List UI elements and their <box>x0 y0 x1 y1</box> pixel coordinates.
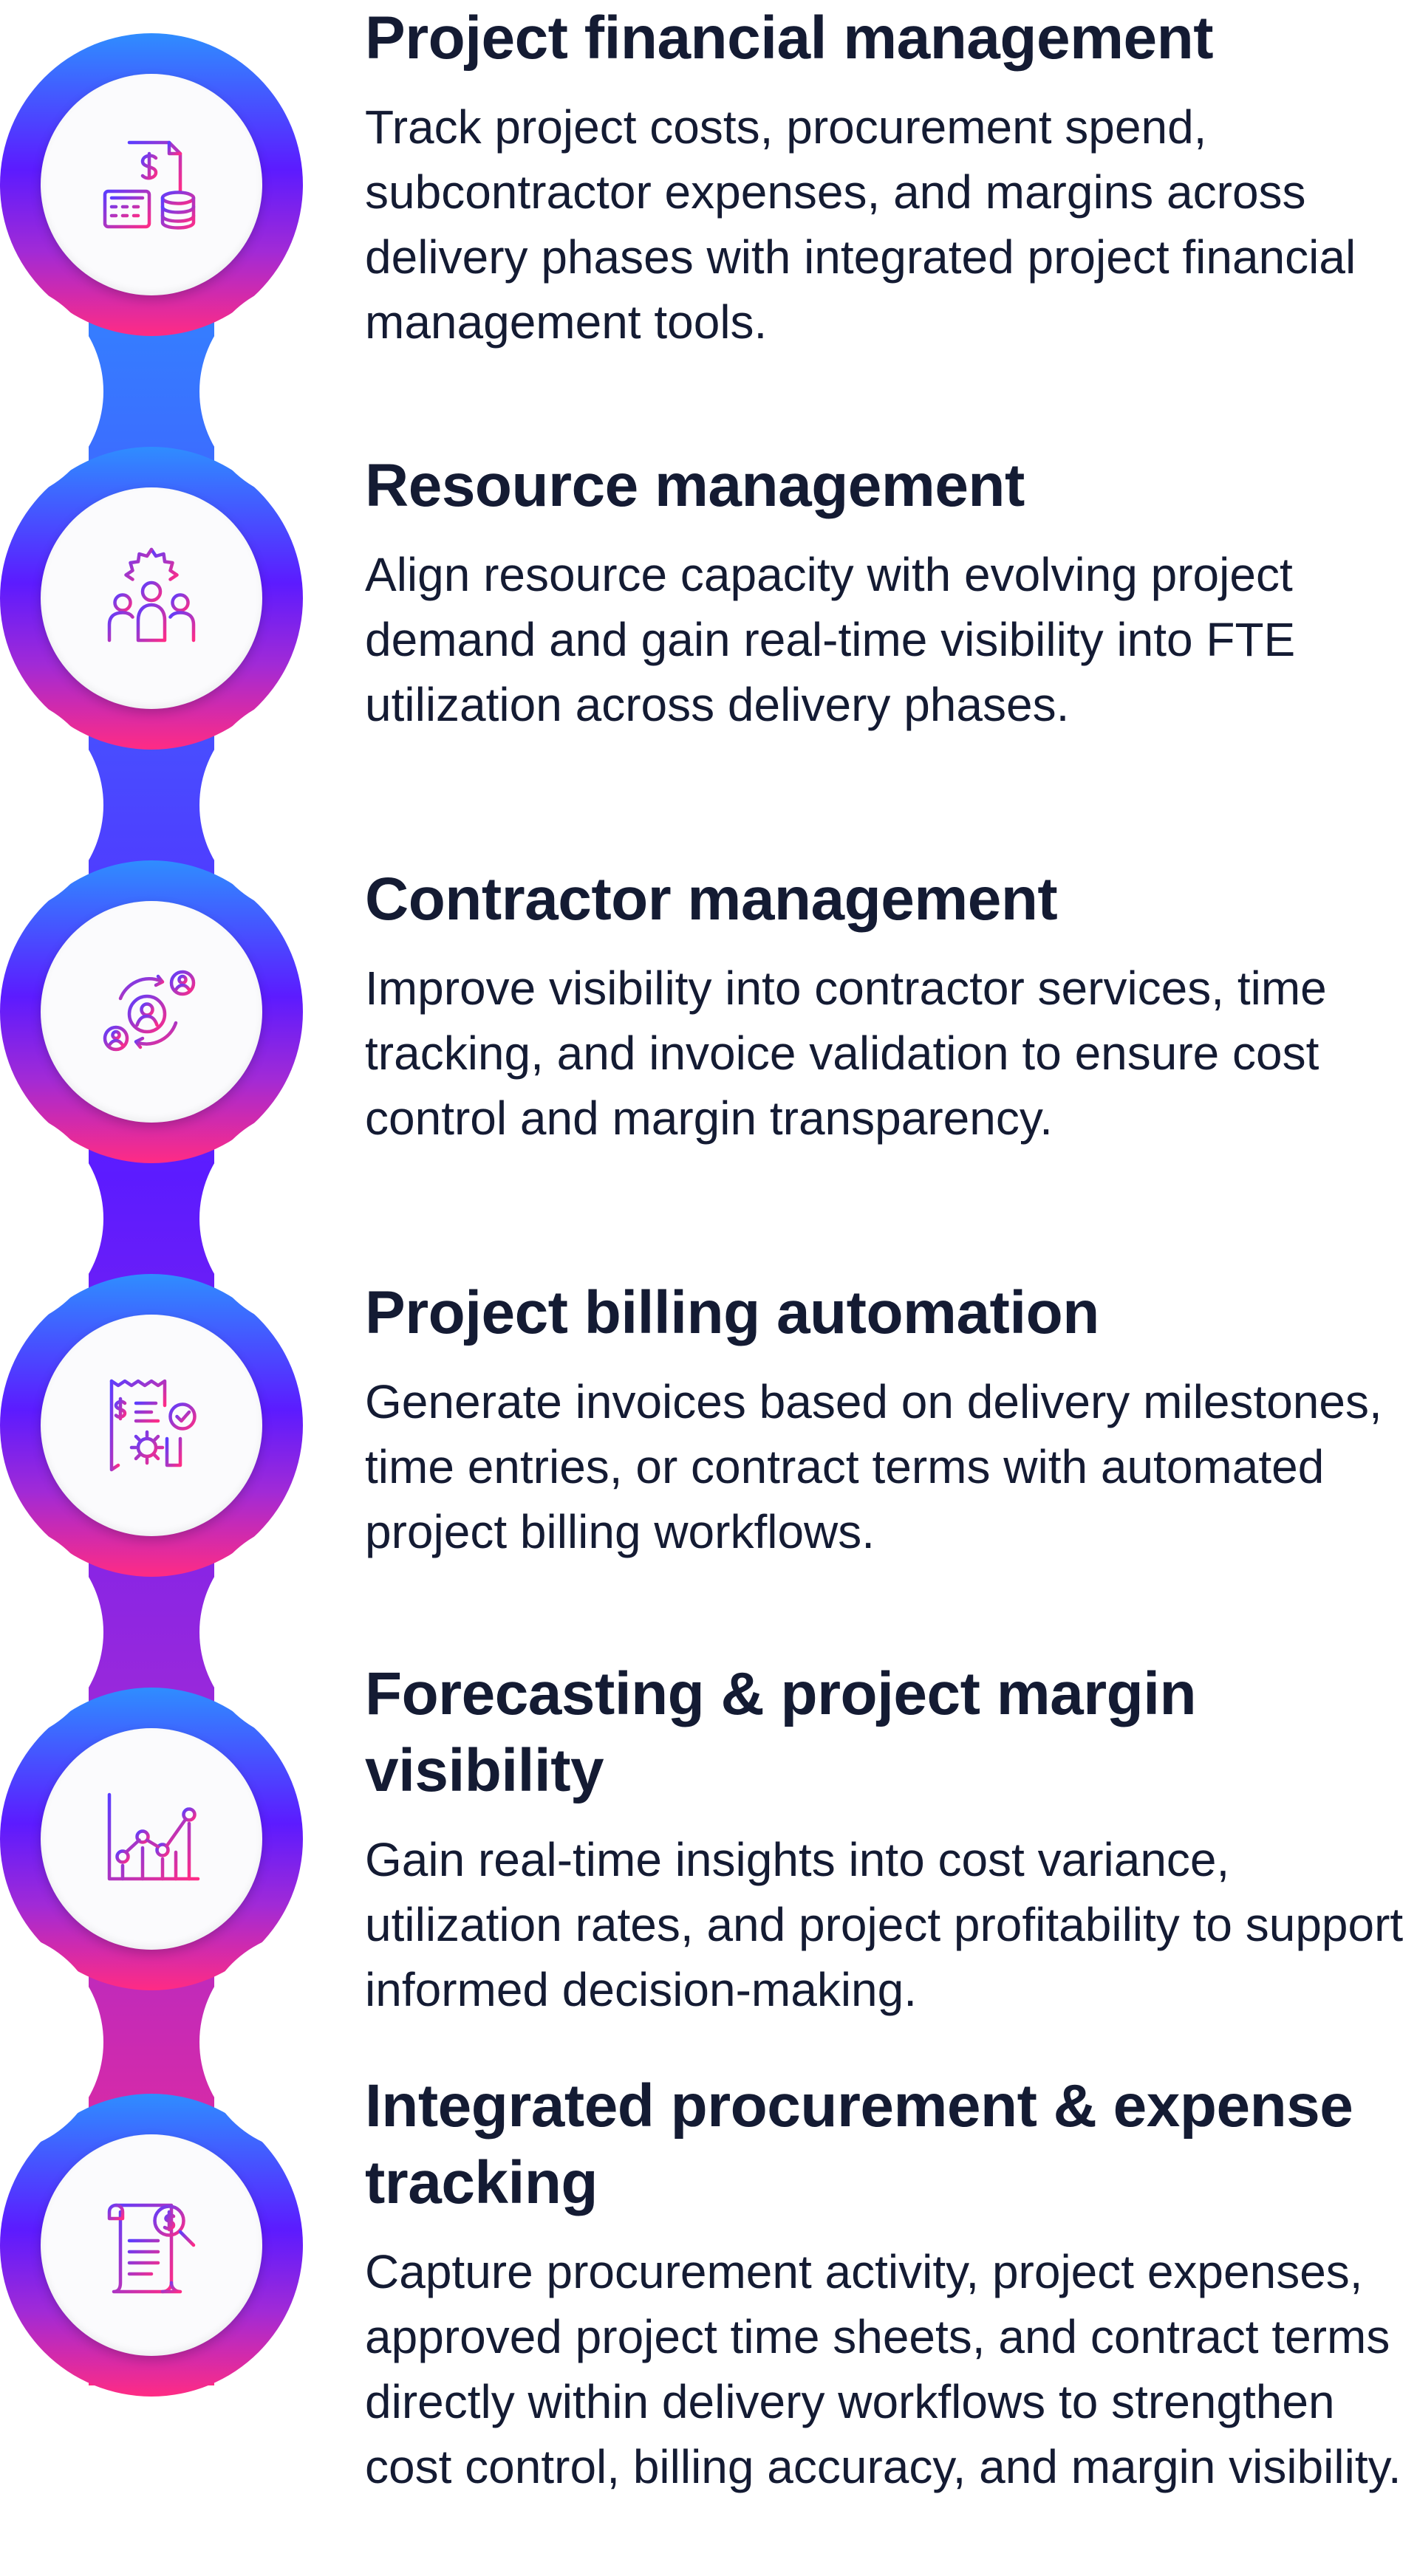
feature-description: Align resource capacity with evolving pr… <box>365 548 1296 731</box>
feature-title: Forecasting & project margin visibility <box>365 1660 1197 1804</box>
feature-icon-circle <box>41 1728 262 1950</box>
feature-item: Forecasting & project margin visibility … <box>365 1656 1417 2022</box>
feature-description: Improve visibility into contractor servi… <box>365 962 1327 1145</box>
feature-title: Project financial management <box>365 4 1214 72</box>
feature-item: Project financial management Track proje… <box>365 0 1417 354</box>
document-search-dollar-icon <box>107 2203 196 2294</box>
feature-item: Resource management Align resource capac… <box>365 448 1417 737</box>
feature-icon-circle <box>41 2134 262 2356</box>
feature-title: Project billing automation <box>365 1279 1099 1346</box>
feature-icon-circle <box>41 487 262 709</box>
feature-description: Capture procurement activity, project ex… <box>365 2245 1401 2493</box>
feature-item: Project billing automation Generate invo… <box>365 1275 1417 1564</box>
feature-description: Gain real-time insights into cost varian… <box>365 1833 1404 2016</box>
billing-receipt-gear-icon <box>109 1379 197 1472</box>
feature-icon-circle <box>41 74 262 295</box>
line-chart-icon <box>107 1792 200 1881</box>
feature-title: Contractor management <box>365 866 1058 933</box>
feature-icon-circle <box>41 901 262 1123</box>
feature-item: Integrated procurement & expense trackin… <box>365 2068 1417 2499</box>
feature-title: Integrated procurement & expense trackin… <box>365 2072 1353 2216</box>
contractor-cycle-icon <box>103 970 196 1052</box>
feature-description: Track project costs, procurement spend, … <box>365 100 1356 349</box>
feature-title: Resource management <box>365 452 1025 519</box>
feature-icon-circle <box>41 1315 262 1536</box>
feature-description: Generate invoices based on delivery mile… <box>365 1375 1382 1558</box>
team-gear-icon <box>107 547 196 643</box>
feature-item: Contractor management Improve visibility… <box>365 861 1417 1151</box>
invoice-calculator-coins-icon <box>103 140 196 230</box>
